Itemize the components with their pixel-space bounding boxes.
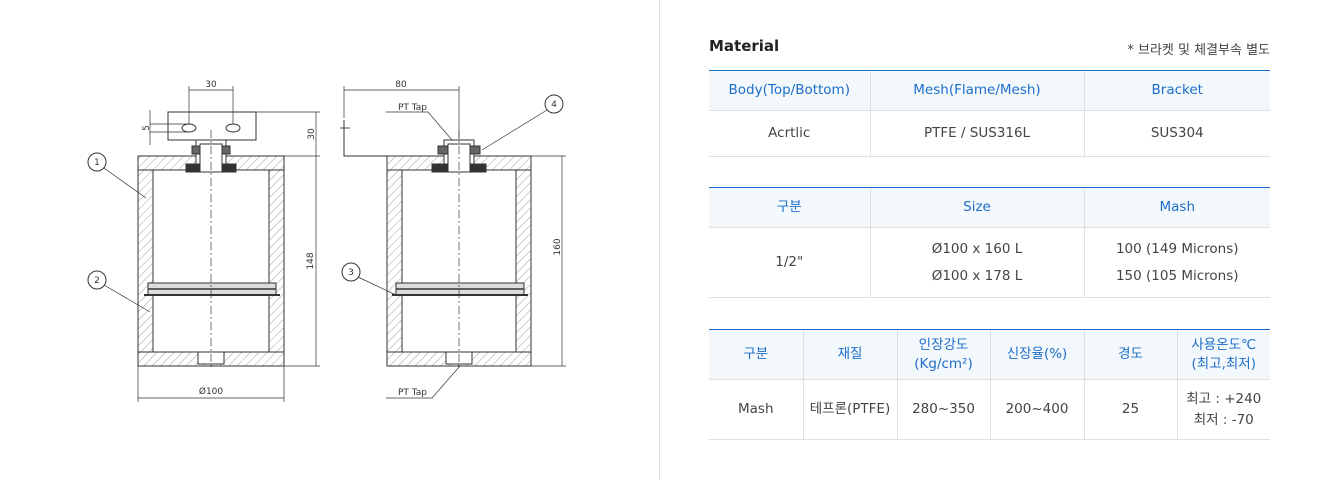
dim-160: 160	[553, 238, 563, 255]
dim-5: 5	[142, 125, 152, 131]
section-title: Material	[709, 37, 780, 55]
pt-tap-bottom-label: PT Tap	[398, 388, 427, 398]
temp-max: 최고 : +240	[1186, 390, 1262, 407]
cell-mesh: PTFE / SUS316L	[869, 110, 1084, 157]
dim-148: 148	[306, 252, 316, 269]
header-temp-line2: (최고,최저)	[1191, 355, 1256, 372]
size-1: Ø100 x 160 L	[931, 240, 1023, 257]
temp-min: 최저 : -70	[1193, 411, 1254, 428]
cell-type: Mash	[709, 379, 803, 440]
callout-2: 2	[94, 276, 100, 286]
cell-tensile: 280~350	[896, 379, 990, 440]
header-type: 구분	[709, 187, 870, 228]
mash-1: 100 (149 Microns)	[1115, 240, 1239, 257]
header-elongation: 신장율(%)	[989, 329, 1084, 380]
table-row: 1/2" Ø100 x 160 L Ø100 x 178 L 100 (149 …	[709, 227, 1270, 298]
side-view	[340, 86, 566, 399]
spec-panel: Material * 브라켓 및 체결부속 별도 Body(Top/Bottom…	[709, 0, 1270, 440]
cell-elongation: 200~400	[989, 379, 1084, 440]
cell-mash: 100 (149 Microns) 150 (105 Microns)	[1083, 227, 1270, 298]
cell-size: Ø100 x 160 L Ø100 x 178 L	[869, 227, 1084, 298]
bracket-note: * 브라켓 및 체결부속 별도	[1127, 43, 1270, 58]
header-tensile-line1: 인장강도	[918, 336, 969, 353]
header-hardness: 경도	[1083, 329, 1177, 380]
technical-drawing: 30 5 30 148 Ø100 1 2	[87, 80, 566, 402]
header-material: 재질	[802, 329, 897, 380]
material-table: Body(Top/Bottom) Mesh(Flame/Mesh) Bracke…	[709, 70, 1270, 157]
header-size: Size	[869, 187, 1084, 228]
table-header-row: Body(Top/Bottom) Mesh(Flame/Mesh) Bracke…	[709, 70, 1270, 111]
cell-type: 1/2"	[709, 227, 870, 298]
header-mash: Mash	[1083, 187, 1270, 228]
header-bracket: Bracket	[1083, 70, 1270, 111]
header-type: 구분	[709, 329, 803, 380]
pt-tap-top-label: PT Tap	[398, 103, 427, 113]
dim-80: 80	[395, 80, 407, 90]
mash-2: 150 (105 Microns)	[1115, 267, 1239, 284]
callout-4: 4	[551, 100, 557, 110]
spec-header: Material * 브라켓 및 체결부속 별도	[709, 0, 1270, 70]
callout-3: 3	[348, 268, 354, 278]
header-temp-line1: 사용온도℃	[1191, 336, 1257, 353]
header-mesh: Mesh(Flame/Mesh)	[869, 70, 1084, 111]
technical-drawing-panel: 30 5 30 148 Ø100 1 2	[87, 0, 660, 480]
callout-1: 1	[94, 158, 100, 168]
cell-hardness: 25	[1083, 379, 1177, 440]
cell-bracket: SUS304	[1083, 110, 1270, 157]
header-tensile-line2: (Kg/cm²)	[914, 355, 973, 372]
property-table: 구분 재질 인장강도 (Kg/cm²) 신장율(%) 경도 사용온도℃ (최고,…	[709, 329, 1270, 440]
header-tensile: 인장강도 (Kg/cm²)	[896, 329, 990, 380]
front-view	[87, 86, 320, 402]
table-row: Acrtlic PTFE / SUS316L SUS304	[709, 110, 1270, 157]
dim-100: Ø100	[199, 386, 224, 397]
cell-material: 테프론(PTFE)	[802, 379, 897, 440]
dim-30-top: 30	[205, 80, 217, 90]
size-2: Ø100 x 178 L	[931, 267, 1023, 284]
cell-temp: 최고 : +240 최저 : -70	[1176, 379, 1270, 440]
table-row: Mash 테프론(PTFE) 280~350 200~400 25 최고 : +…	[709, 379, 1270, 440]
header-body: Body(Top/Bottom)	[709, 70, 870, 111]
dim-30-right: 30	[307, 128, 317, 140]
table-header-row: 구분 Size Mash	[709, 187, 1270, 228]
header-temp: 사용온도℃ (최고,최저)	[1176, 329, 1270, 380]
size-table: 구분 Size Mash 1/2" Ø100 x 160 L Ø100 x 17…	[709, 187, 1270, 298]
cell-body: Acrtlic	[709, 110, 870, 157]
table-header-row: 구분 재질 인장강도 (Kg/cm²) 신장율(%) 경도 사용온도℃ (최고,…	[709, 329, 1270, 380]
